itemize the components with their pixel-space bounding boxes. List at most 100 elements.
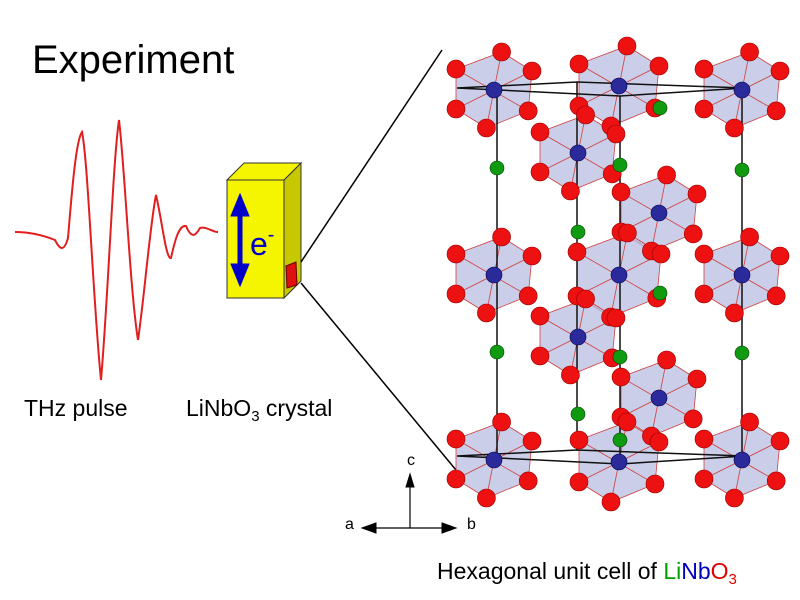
oxygen-atom	[522, 61, 542, 81]
lithium-atom	[652, 100, 668, 116]
oxygen-atom	[694, 244, 714, 264]
niobium-atom	[569, 328, 587, 346]
niobium-atom	[610, 453, 628, 471]
oxygen-atom	[657, 165, 676, 185]
oxygen-atom	[477, 488, 496, 508]
oxygen-atom	[770, 431, 790, 451]
oxygen-atom	[740, 412, 759, 432]
niobium-atom	[610, 266, 628, 284]
oxygen-atom	[518, 286, 538, 306]
axis-a-label: a	[345, 516, 354, 533]
oxygen-atom	[694, 59, 714, 79]
oxygen-atom	[567, 242, 587, 262]
oxygen-atom	[645, 474, 665, 494]
oxygen-atom	[725, 488, 744, 508]
oxygen-atom	[649, 56, 669, 76]
oxygen-atom	[611, 182, 631, 202]
unit-cell-caption: Hexagonal unit cell of LiNbO3	[437, 558, 737, 588]
crystal-label: LiNbO3 crystal	[186, 395, 333, 425]
niobium-atom	[485, 81, 503, 99]
oxygen-atom	[617, 412, 637, 432]
oxygen-atom	[492, 227, 511, 247]
oxygen-atom	[446, 244, 466, 264]
oxygen-atom	[518, 101, 538, 121]
oxygen-atom	[766, 101, 786, 121]
niobium-atom	[733, 81, 751, 99]
oxygen-atom	[740, 227, 759, 247]
niobium-atom	[485, 451, 503, 469]
axes-indicator	[360, 472, 458, 534]
lithium-atom	[612, 349, 628, 365]
oxygen-atom	[522, 246, 542, 266]
oxygen-atom	[651, 244, 671, 264]
oxygen-atom	[687, 369, 707, 389]
oxygen-atom	[569, 430, 589, 450]
oxygen-atom	[687, 184, 707, 204]
oxygen-atom	[694, 469, 714, 489]
zoom-line-bottom	[300, 282, 457, 471]
niobium-atom	[733, 451, 751, 469]
oxygen-atom	[766, 286, 786, 306]
oxygen-atom	[740, 42, 759, 62]
lithium-atom	[734, 345, 750, 361]
oxygen-atom	[601, 492, 621, 512]
crystal-electrode	[285, 261, 298, 289]
niobium-atom	[650, 389, 668, 407]
oxygen-atom	[446, 469, 466, 489]
oxygen-atom	[530, 162, 550, 182]
oxygen-atom	[576, 105, 595, 125]
oxygen-atom	[561, 181, 580, 201]
zoom-line-top	[300, 49, 443, 263]
axis-b-label: b	[467, 516, 476, 533]
page-title: Experiment	[32, 38, 235, 82]
oxygen-atom	[477, 118, 496, 138]
oxygen-atom	[530, 306, 550, 326]
oxygen-atom	[492, 42, 511, 62]
atoms-layer	[446, 36, 790, 512]
oxygen-atom	[522, 431, 542, 451]
lithium-atom	[489, 160, 505, 176]
niobium-atom	[733, 266, 751, 284]
crystal-box	[225, 161, 303, 300]
oxygen-atom	[683, 224, 703, 244]
oxygen-atom	[617, 36, 637, 56]
oxygen-atom	[492, 412, 511, 432]
oxygen-atom	[770, 61, 790, 81]
electron-label: e-	[250, 224, 275, 262]
oxygen-atom	[649, 432, 669, 452]
lithium-atom	[489, 344, 505, 360]
thz-pulse-waveform	[14, 119, 219, 381]
oxygen-atom	[561, 365, 580, 385]
oxygen-atom	[725, 303, 744, 323]
oxygen-atom	[606, 308, 626, 328]
oxygen-atom	[657, 350, 676, 370]
oxygen-atom	[694, 99, 714, 119]
oxygen-atom	[477, 303, 496, 323]
oxygen-atom	[725, 118, 744, 138]
oxygen-atom	[569, 472, 589, 492]
oxygen-atom	[683, 409, 703, 429]
oxygen-atom	[766, 471, 786, 491]
oxygen-atom	[446, 99, 466, 119]
lithium-atom	[612, 157, 628, 173]
oxygen-atom	[518, 471, 538, 491]
oxygen-atom	[618, 223, 637, 243]
niobium-atom	[569, 144, 587, 162]
lithium-atom	[652, 285, 668, 301]
axis-c-label: c	[407, 452, 415, 469]
oxygen-atom	[576, 289, 595, 309]
lithium-atom	[570, 224, 586, 240]
oxygen-atom	[569, 54, 589, 74]
oxygen-atom	[770, 246, 790, 266]
oxygen-atom	[694, 284, 714, 304]
thz-pulse-label: THz pulse	[24, 395, 128, 421]
lithium-atom	[734, 162, 750, 178]
lithium-atom	[612, 432, 628, 448]
electron-double-arrow	[230, 192, 250, 288]
oxygen-atom	[446, 429, 466, 449]
lithium-atom	[570, 406, 586, 422]
oxygen-atom	[446, 59, 466, 79]
oxygen-atom	[606, 124, 626, 144]
